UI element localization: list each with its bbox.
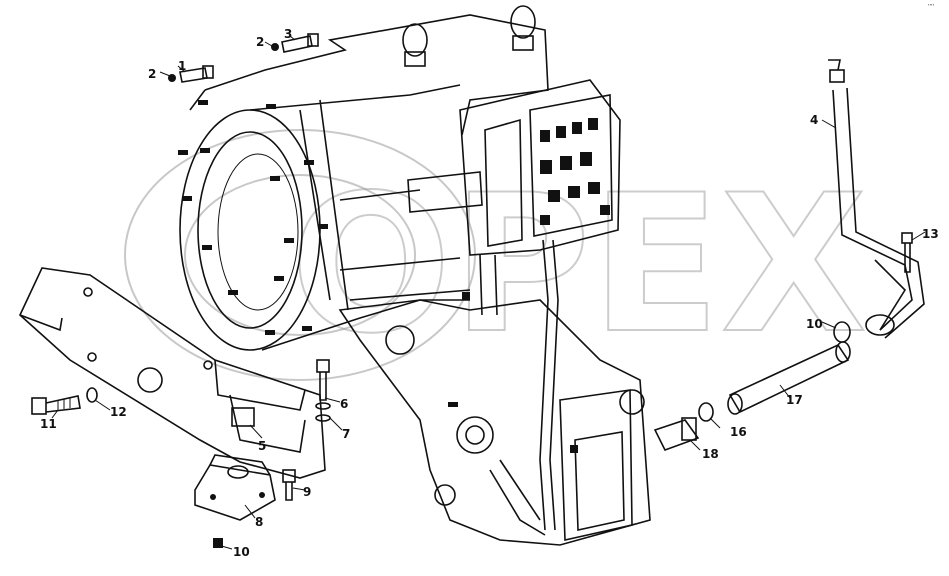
flange-bolts <box>178 100 578 453</box>
nut-10 <box>213 538 223 548</box>
fitting-18 <box>653 417 700 451</box>
washer-12 <box>86 387 98 403</box>
callout-7: 7 <box>342 427 350 441</box>
bolt-3 <box>281 33 319 53</box>
callout-2b: 2 <box>256 35 264 49</box>
mounting-bracket <box>19 267 326 479</box>
callout-1: 1 <box>178 59 186 73</box>
callout-4: 4 <box>810 113 818 127</box>
rubber-mount <box>194 454 276 521</box>
callout-10-nut: 10 <box>233 545 250 559</box>
bolt-1 <box>179 65 214 83</box>
callout-2a: 2 <box>148 67 156 81</box>
leader-lines <box>51 35 926 550</box>
callout-8: 8 <box>255 515 263 529</box>
callout-6: 6 <box>340 397 348 411</box>
callout-12: 12 <box>110 405 127 419</box>
hose-17 <box>727 341 851 415</box>
callout-18: 18 <box>702 447 719 461</box>
corner-mark: '''' <box>928 4 935 10</box>
callout-5: 5 <box>258 439 266 453</box>
callout-13: 13 <box>922 227 939 241</box>
bolt-9 <box>282 469 296 501</box>
callout-16: 16 <box>730 425 747 439</box>
callout-9: 9 <box>303 485 311 499</box>
clamp-16 <box>698 402 714 422</box>
washer-2b <box>271 43 279 51</box>
callout-labels: 1 2 2 3 4 5 6 7 8 9 10 10 11 12 13 16 17… <box>40 27 939 559</box>
transmission-housing <box>179 5 651 546</box>
callout-11: 11 <box>40 417 57 431</box>
callout-3: 3 <box>284 27 292 41</box>
callout-17: 17 <box>786 393 803 407</box>
bolt-11 <box>31 395 81 415</box>
bolt-6 <box>315 359 331 422</box>
watermark: OPEX <box>124 129 868 381</box>
callout-10-clamp: 10 <box>806 317 823 331</box>
bolt-13 <box>901 232 913 273</box>
